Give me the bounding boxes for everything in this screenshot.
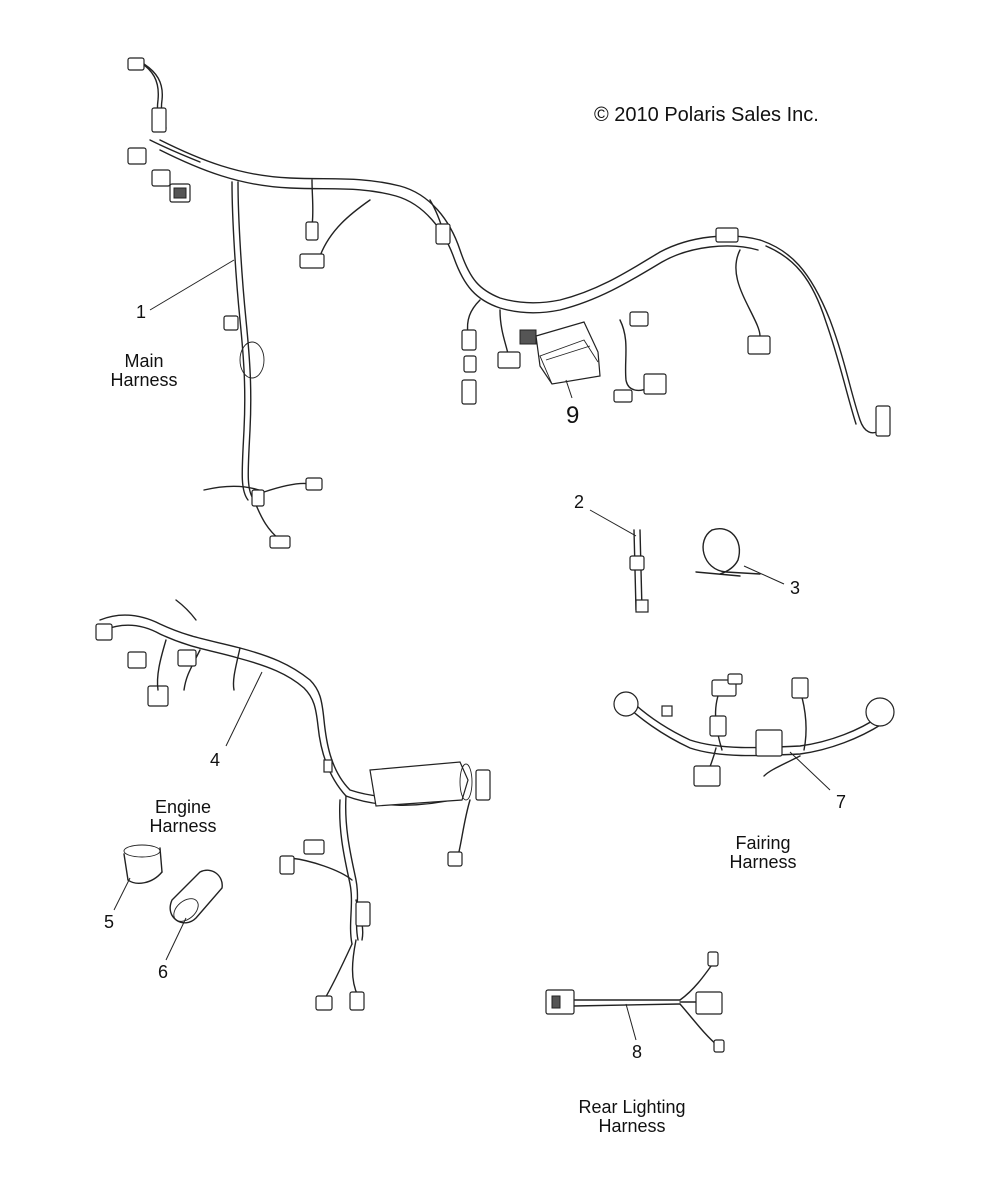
leader-6 [165,917,187,961]
engine-harness-title: Engine Harness [140,798,226,836]
part-6-boot [169,869,223,924]
fairing-harness-title: Fairing Harness [720,834,806,872]
fairing-harness [613,673,895,787]
main-harness-title: Main Harness [104,352,184,390]
rear-lighting-harness-title: Rear Lighting Harness [566,1098,698,1136]
part-5-sleeve [123,844,163,884]
leader-9 [565,379,573,399]
leader-8 [625,1003,637,1041]
fairing-harness-title-line-1: Fairing [735,833,791,853]
leader-3 [743,565,785,585]
fairing-harness-title-line-2: Harness [729,852,797,872]
callout-2: 2 [574,492,585,512]
callout-1: 1 [136,302,147,322]
callout-9: 9 [566,402,580,429]
leader-7 [789,751,831,791]
rear-lighting-harness-title-line-2: Harness [598,1116,666,1136]
leader-4 [225,671,263,747]
callout-7: 7 [836,792,847,812]
engine-harness-title-line-1: Engine [154,797,212,817]
engine-harness-title-line-2: Harness [149,816,217,836]
copyright-notice: © 2010 Polaris Sales Inc. [594,104,819,126]
part-2-strap [629,529,649,613]
callout-4: 4 [210,750,221,770]
main-harness-title-line-1: Main [124,351,164,371]
callout-8: 8 [632,1042,643,1062]
callout-6: 6 [158,962,169,982]
part-3-cable-tie [695,528,761,577]
engine-harness [95,599,491,1011]
main-harness [127,57,891,549]
callout-5: 5 [104,912,115,932]
leader-1 [149,259,235,311]
leader-2 [589,509,637,537]
rear-lighting-harness-title-line-1: Rear Lighting [578,1097,686,1117]
callout-3: 3 [790,578,801,598]
leader-5 [113,877,131,911]
rear-lighting-harness [545,951,725,1053]
main-harness-title-line-2: Harness [110,370,178,390]
